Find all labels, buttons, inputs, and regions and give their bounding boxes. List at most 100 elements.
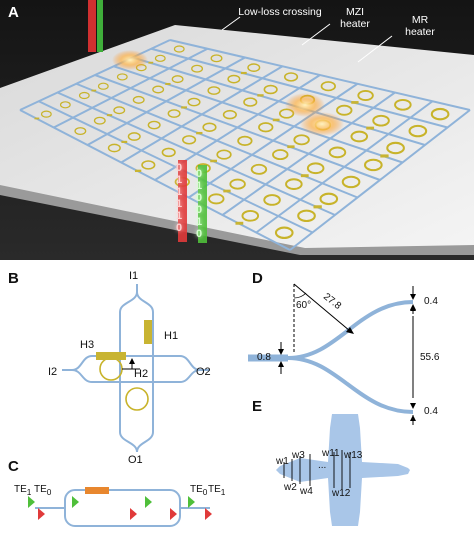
te0-left-label: TE0 (34, 484, 52, 497)
bit-value: 0 (196, 228, 203, 240)
waveguide-row (150, 47, 448, 129)
microring (97, 82, 109, 90)
microring (408, 124, 428, 138)
heater-pad (91, 89, 97, 92)
panel-e-crossing-geometry (270, 404, 474, 532)
heater-pad (366, 126, 375, 130)
microring (147, 120, 161, 130)
waveguide-column (255, 100, 434, 234)
microring (293, 134, 310, 146)
microring (202, 122, 217, 132)
panel-d-label: D (252, 270, 263, 287)
mode-profile-glyph (38, 508, 45, 520)
microring (167, 109, 181, 118)
microring (237, 135, 253, 146)
microring (272, 149, 289, 161)
microring (283, 72, 299, 82)
microring (320, 81, 336, 92)
w13-label: w13 (344, 450, 363, 461)
red-input-beam (88, 0, 96, 52)
bit-value: 1 (176, 186, 183, 198)
mode-profile-glyph (188, 496, 195, 508)
microring (336, 104, 353, 116)
microring (208, 193, 225, 205)
microring (350, 130, 369, 143)
waveguide-row (132, 56, 426, 146)
microring (386, 141, 405, 155)
port-i2-label: I2 (48, 366, 58, 378)
microring (263, 84, 278, 95)
te1-right-label: TE1 (208, 484, 226, 497)
bit-value: 1 (196, 216, 203, 228)
microring (74, 127, 87, 136)
microring (171, 75, 184, 84)
heater-pad (272, 118, 280, 122)
w4-label: w4 (300, 486, 313, 497)
heater-pad (287, 145, 295, 149)
heater-pad (210, 159, 217, 163)
microring (152, 85, 165, 94)
microring (394, 98, 412, 111)
top-width-label: 0.4 (424, 296, 438, 307)
bit-value: 0 (196, 204, 203, 216)
microring (341, 175, 361, 189)
input-width-label: 0.8 (257, 352, 271, 363)
red-output-beam (178, 160, 187, 242)
port-o1-label: O1 (128, 454, 143, 466)
microring (372, 114, 390, 127)
callout-mzi-heater-line1: MZI (345, 6, 365, 18)
microring (113, 106, 126, 115)
microring (78, 91, 90, 100)
microring (154, 54, 166, 62)
microring (357, 90, 374, 101)
microring (127, 132, 141, 141)
mzi-heater-glow (285, 93, 325, 117)
microring (59, 101, 71, 109)
waveguide-column (289, 109, 471, 251)
mode-profile-glyph (205, 508, 212, 520)
microring (182, 135, 197, 145)
w1-label: w1 (276, 456, 289, 467)
microring (430, 107, 450, 121)
microring (297, 209, 316, 223)
microring (191, 64, 204, 73)
heater-pad (121, 140, 128, 143)
microring (40, 110, 52, 118)
heater-pad (165, 82, 171, 85)
microring (306, 162, 325, 175)
microring (274, 226, 294, 239)
microring (116, 73, 128, 81)
bit-value: 1 (176, 210, 183, 222)
heater-pad (380, 154, 389, 158)
bit-value: 0 (176, 162, 183, 174)
w2-label: w2 (284, 482, 297, 493)
port-o2-label: O2 (196, 366, 211, 378)
microring (328, 146, 347, 159)
port-i1-label: I1 (129, 270, 139, 282)
microring (132, 95, 145, 104)
panel-d-y-splitter-geometry (248, 276, 474, 426)
mode-profile-glyph (28, 496, 35, 508)
heater-h1 (144, 320, 152, 344)
heater-pad (257, 94, 264, 97)
heater-pad (196, 131, 203, 135)
callout-mzi-heater-line2: heater (340, 18, 370, 30)
heater-pad (313, 205, 322, 209)
microring (247, 63, 261, 72)
microring (107, 143, 121, 153)
heater-pad (134, 169, 142, 173)
microring (363, 158, 383, 172)
heater-pad (181, 106, 187, 109)
panel-a-label: A (8, 4, 19, 21)
mode-profile-glyph (145, 496, 152, 508)
heater-pad (240, 71, 247, 75)
microring (319, 192, 339, 206)
callout-mr-heater-line1: MR (411, 14, 429, 26)
w12-label: w12 (332, 488, 351, 499)
waveguide-mesh (19, 39, 471, 251)
microring (141, 160, 156, 170)
microring (250, 163, 268, 175)
microring (285, 178, 303, 190)
heater-h3 (96, 352, 126, 360)
